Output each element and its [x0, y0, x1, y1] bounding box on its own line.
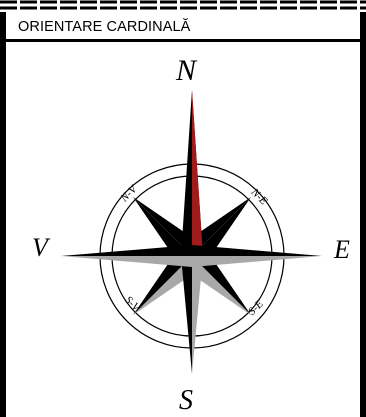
compass-rose-icon: N S V E N-V N-E S-V S-E [6, 42, 360, 417]
north-label: N [175, 54, 198, 87]
southwest-label: S-V [122, 294, 143, 315]
right-border [360, 12, 366, 417]
west-label: V [32, 233, 51, 262]
south-label: S [179, 385, 193, 416]
cardinal-points [61, 90, 322, 374]
northeast-label: N-E [248, 186, 270, 208]
east-label: E [333, 235, 350, 264]
title-bar: ORIENTARE CARDINALĂ [6, 12, 360, 42]
page-title: ORIENTARE CARDINALĂ [18, 19, 190, 35]
top-dashed-border [0, 0, 366, 12]
